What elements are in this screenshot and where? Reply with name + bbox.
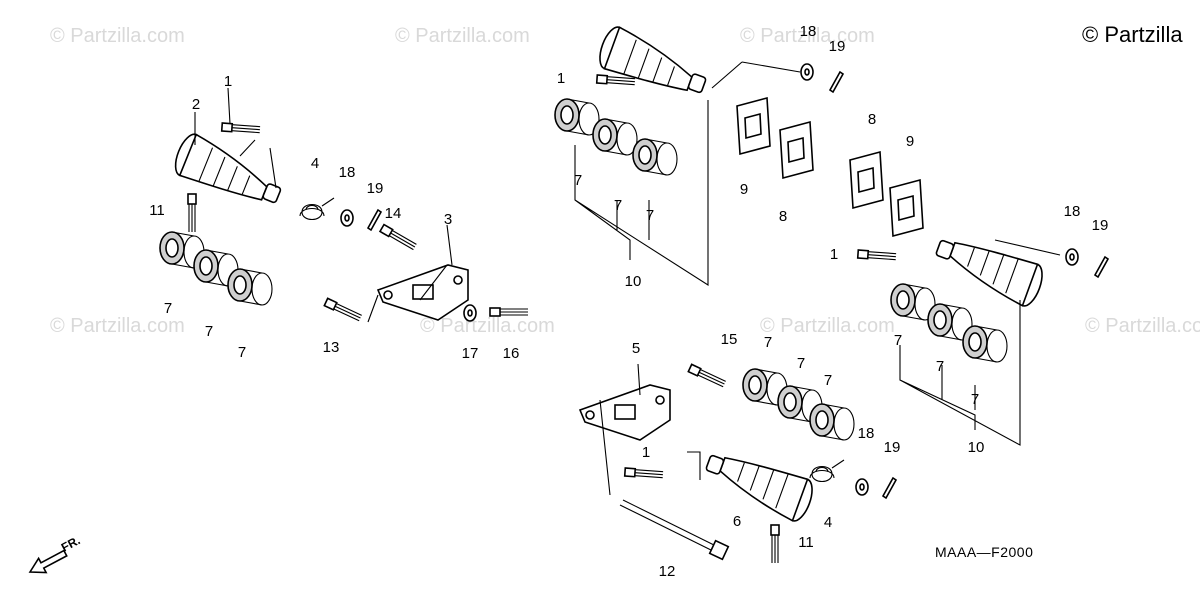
return-spring [809, 459, 845, 483]
pin-bolt [856, 249, 897, 262]
leader-line [599, 363, 701, 496]
callout: 7 [238, 344, 246, 361]
watermark: © Partzilla.com [50, 315, 185, 337]
diagram-code: MAAA—F2000 [935, 544, 1033, 560]
callout: 19 [1092, 217, 1109, 234]
roller [809, 403, 855, 441]
shim-9 [889, 179, 924, 237]
callout: 10 [968, 439, 985, 456]
callout: 11 [149, 202, 165, 219]
bolt-16 [489, 307, 529, 317]
footpeg-lower [698, 444, 818, 525]
cotter-pin [829, 71, 844, 93]
callout: 2 [192, 96, 200, 113]
shim-9 [736, 97, 771, 155]
watermark: © Partzilla.com [1085, 315, 1200, 337]
callout: 8 [779, 208, 787, 225]
nut-17 [463, 304, 477, 322]
bolt-11 [187, 193, 197, 233]
leader-line [574, 61, 801, 287]
washer [340, 209, 354, 227]
bolt-15 [687, 363, 727, 389]
watermark: © Partzilla.com [760, 315, 895, 337]
washer [1065, 248, 1079, 266]
callout: 7 [164, 300, 172, 317]
callout: 7 [614, 197, 622, 214]
callout: 7 [646, 207, 654, 224]
callout: 3 [444, 211, 452, 228]
callout: 1 [830, 246, 838, 263]
callout: 7 [574, 172, 582, 189]
callout: 7 [894, 332, 902, 349]
bracket-plate [377, 264, 469, 321]
callout: 4 [824, 514, 832, 531]
bolt-13 [323, 297, 363, 323]
callout: 10 [625, 273, 642, 290]
watermark: © Partzilla.com [395, 25, 530, 47]
callout: 6 [733, 513, 741, 530]
callouts: 1 2 4 18 19 11 14 3 7 7 7 13 17 16 1 18 … [149, 23, 1108, 580]
callout: 19 [367, 180, 384, 197]
shim-8 [849, 151, 884, 209]
callout: 13 [323, 339, 340, 356]
return-spring [299, 197, 335, 221]
callout: 15 [721, 331, 738, 348]
roller [554, 98, 600, 136]
washer [800, 63, 814, 81]
roller [962, 325, 1008, 363]
cotter-pin [882, 477, 897, 499]
callout: 16 [503, 345, 520, 362]
washer [855, 478, 869, 496]
callout: 19 [829, 38, 846, 55]
callout: 14 [385, 205, 402, 222]
footpeg-top [594, 23, 714, 104]
roller [227, 268, 273, 306]
long-bolt-12 [619, 499, 730, 561]
callout: 17 [462, 345, 479, 362]
roller [632, 138, 678, 176]
callout: 7 [971, 391, 979, 408]
callout: 7 [205, 323, 213, 340]
bolt-14 [379, 223, 418, 252]
callout: 7 [824, 372, 832, 389]
bracket-plate [579, 384, 671, 441]
callout: 18 [339, 164, 356, 181]
callout: 19 [884, 439, 901, 456]
callout: 1 [557, 70, 565, 87]
callout: 1 [224, 73, 232, 90]
watermark: © Partzilla.com [740, 25, 875, 47]
callout: 12 [659, 563, 676, 580]
cotter-pin [1094, 256, 1109, 278]
bolt-11 [770, 524, 780, 564]
callout: 1 [642, 444, 650, 461]
leader-line [194, 87, 453, 323]
callout: 8 [868, 111, 876, 128]
pin-bolt [220, 122, 261, 135]
shim-8 [779, 121, 814, 179]
cotter-pin [367, 209, 382, 231]
callout: 18 [800, 23, 817, 40]
callout: 9 [740, 181, 748, 198]
footpeg-right [928, 229, 1048, 310]
callout: 18 [858, 425, 875, 442]
leader-line [899, 239, 1061, 446]
callout: 9 [906, 133, 914, 150]
callout: 18 [1064, 203, 1081, 220]
callout: 7 [797, 355, 805, 372]
callout: 7 [764, 334, 772, 351]
callout: 5 [632, 340, 640, 357]
watermark: © Partzilla.com [420, 315, 555, 337]
roller [592, 118, 638, 156]
callout: 4 [311, 155, 319, 172]
copyright-text: © Partzilla [1082, 22, 1183, 47]
callout: 7 [936, 358, 944, 375]
front-arrow-icon [28, 549, 68, 574]
watermark: © Partzilla.com [50, 25, 185, 47]
pin-bolt [623, 467, 664, 480]
callout: 11 [798, 534, 814, 551]
